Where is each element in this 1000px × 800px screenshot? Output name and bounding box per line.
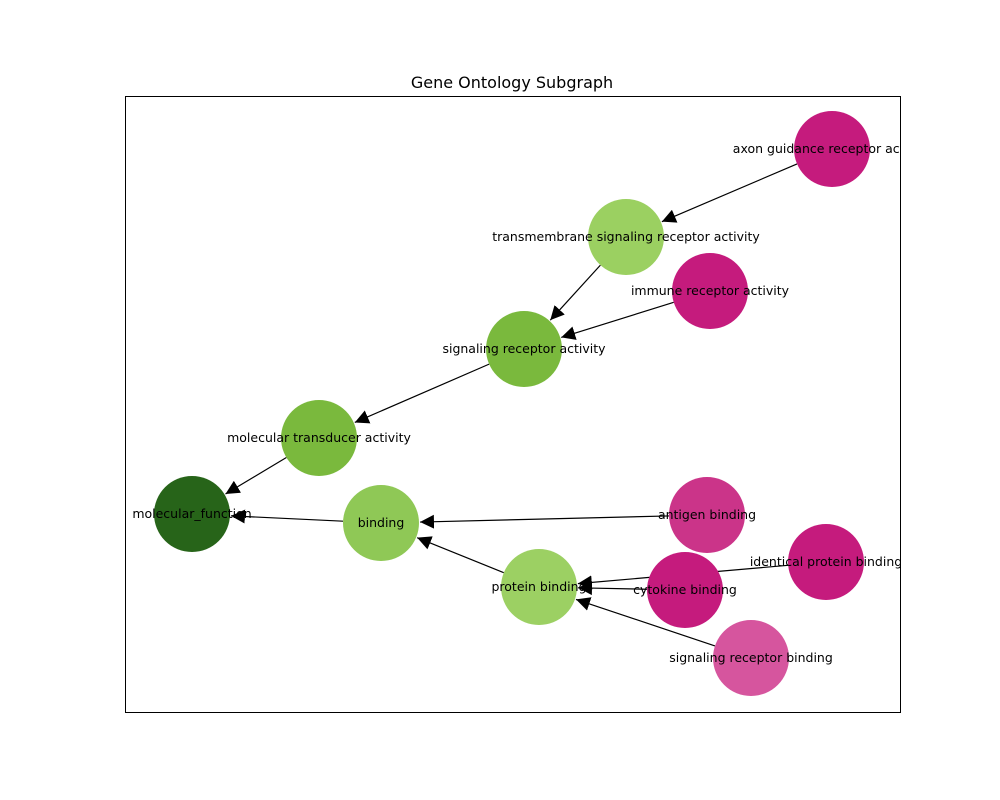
node-immune[interactable] <box>672 253 748 329</box>
edge-cytokine-to-protein_binding <box>577 581 648 596</box>
edge-binding-to-molecular_function <box>230 509 344 524</box>
node-label-antigen: antigen binding <box>658 507 756 522</box>
node-label-signaling-receptor: signaling receptor activity <box>442 341 606 356</box>
node-cytokine[interactable] <box>647 552 723 628</box>
node-binding[interactable] <box>343 485 419 561</box>
nodes-layer <box>154 111 870 696</box>
node-antigen[interactable] <box>669 477 745 553</box>
node-label-axon: axon guidance receptor activity <box>733 141 932 156</box>
node-label-identical: identical protein binding <box>750 554 902 569</box>
node-molecular-transducer[interactable] <box>281 400 357 476</box>
node-identical[interactable] <box>788 524 864 600</box>
node-protein-binding[interactable] <box>501 549 577 625</box>
edge-transmembrane-to-signaling_receptor <box>549 264 601 321</box>
node-label-cytokine: cytokine binding <box>633 582 737 597</box>
node-axon[interactable] <box>794 111 870 187</box>
node-signaling-receptor-binding[interactable] <box>713 620 789 696</box>
node-label-molecular-function: molecular_function <box>132 506 251 521</box>
node-label-molecular-transducer: molecular transducer activity <box>227 430 411 445</box>
node-label-protein-binding: protein binding <box>491 579 586 594</box>
edge-axon-to-transmembrane <box>661 163 798 223</box>
edge-molecular_transducer-to-molecular_function <box>225 456 287 495</box>
node-label-transmembrane: transmembrane signaling receptor activit… <box>492 229 760 244</box>
node-transmembrane[interactable] <box>588 199 664 275</box>
node-label-binding: binding <box>358 515 405 530</box>
edge-signaling_receptor-to-molecular_transducer <box>354 363 490 424</box>
edge-protein_binding-to-binding <box>416 536 505 574</box>
plot-frame <box>125 96 901 713</box>
edge-antigen-to-binding <box>419 514 670 529</box>
node-label-immune: immune receptor activity <box>631 283 790 298</box>
edge-immune-to-signaling_receptor <box>561 301 674 340</box>
node-signaling-receptor[interactable] <box>486 311 562 387</box>
labels-layer: axon guidance receptor activity transmemb… <box>132 141 932 665</box>
node-label-signaling-receptor-binding: signaling receptor binding <box>669 650 833 665</box>
edge-signaling_receptor_binding-to-protein_binding <box>575 597 716 647</box>
node-molecular-function[interactable] <box>154 476 230 552</box>
plot-title: Gene Ontology Subgraph <box>411 73 613 92</box>
